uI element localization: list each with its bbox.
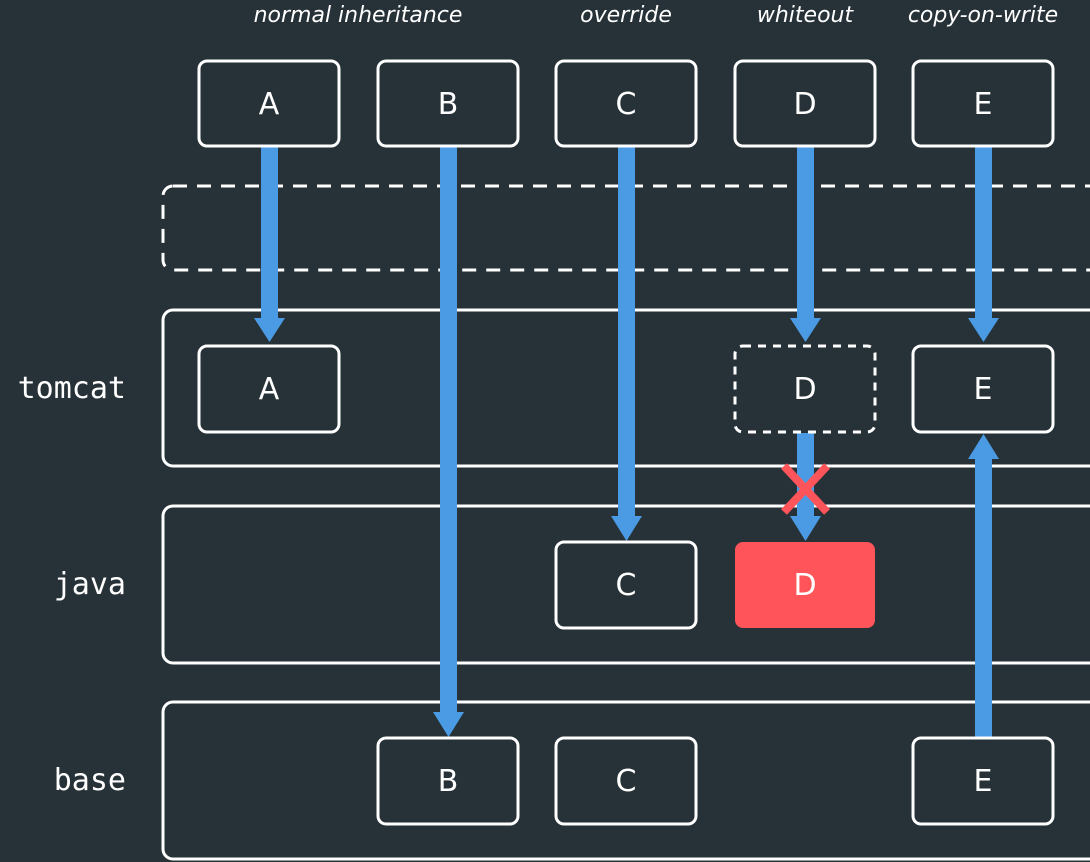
base-box-c-label: C	[616, 764, 637, 799]
top-box-e-label: E	[974, 87, 993, 122]
java-boxes: C D	[554, 540, 875, 630]
base-layer	[161, 700, 1090, 861]
top-box-d	[733, 59, 877, 148]
tomcat-box-d-label: D	[793, 372, 816, 407]
base-boxes: B C E	[376, 736, 1055, 826]
base-box-b	[376, 736, 520, 826]
tomcat-box-e-label: E	[974, 372, 993, 407]
layer-label-base: base	[54, 763, 126, 798]
arrow-d-whiteout	[790, 146, 821, 342]
top-box-e	[911, 59, 1055, 148]
base-box-b-label: B	[438, 764, 459, 799]
base-box-e-label: E	[974, 764, 993, 799]
base-box-e	[911, 736, 1055, 826]
tomcat-boxes: A D E	[197, 344, 1055, 434]
top-box-b	[376, 59, 520, 148]
column-label-whiteout: whiteout	[757, 3, 855, 28]
java-box-d-label: D	[793, 568, 816, 603]
arrow-c-override	[611, 146, 642, 541]
tomcat-box-a-label: A	[259, 372, 280, 407]
top-box-c-label: C	[616, 87, 637, 122]
column-label-override: override	[580, 3, 672, 28]
arrow-e-copy-up	[968, 434, 999, 738]
column-label-normal-inheritance: normal inheritance	[254, 3, 463, 28]
tomcat-box-a	[197, 344, 341, 434]
top-box-a	[197, 59, 341, 148]
top-box-a-label: A	[259, 87, 280, 122]
layer-label-java: java	[54, 567, 126, 602]
tomcat-box-d-whiteout	[733, 344, 877, 434]
java-box-d-deleted	[735, 542, 875, 628]
arrow-b-inherit	[433, 146, 464, 737]
top-box-b-label: B	[438, 87, 459, 122]
layer-label-tomcat: tomcat	[18, 371, 126, 406]
tomcat-box-e	[911, 344, 1055, 434]
arrow-a-inherit	[254, 146, 285, 342]
column-label-copy-on-write: copy-on-write	[908, 3, 1058, 28]
arrows	[254, 146, 999, 738]
java-box-c	[554, 540, 698, 630]
top-row: A B C D E	[197, 59, 1055, 148]
java-box-c-label: C	[616, 568, 637, 603]
arrow-e-copy	[968, 146, 999, 342]
blocked-x-icon	[781, 463, 830, 515]
top-box-c	[554, 59, 698, 148]
top-box-d-label: D	[793, 87, 816, 122]
base-box-c	[554, 736, 698, 826]
